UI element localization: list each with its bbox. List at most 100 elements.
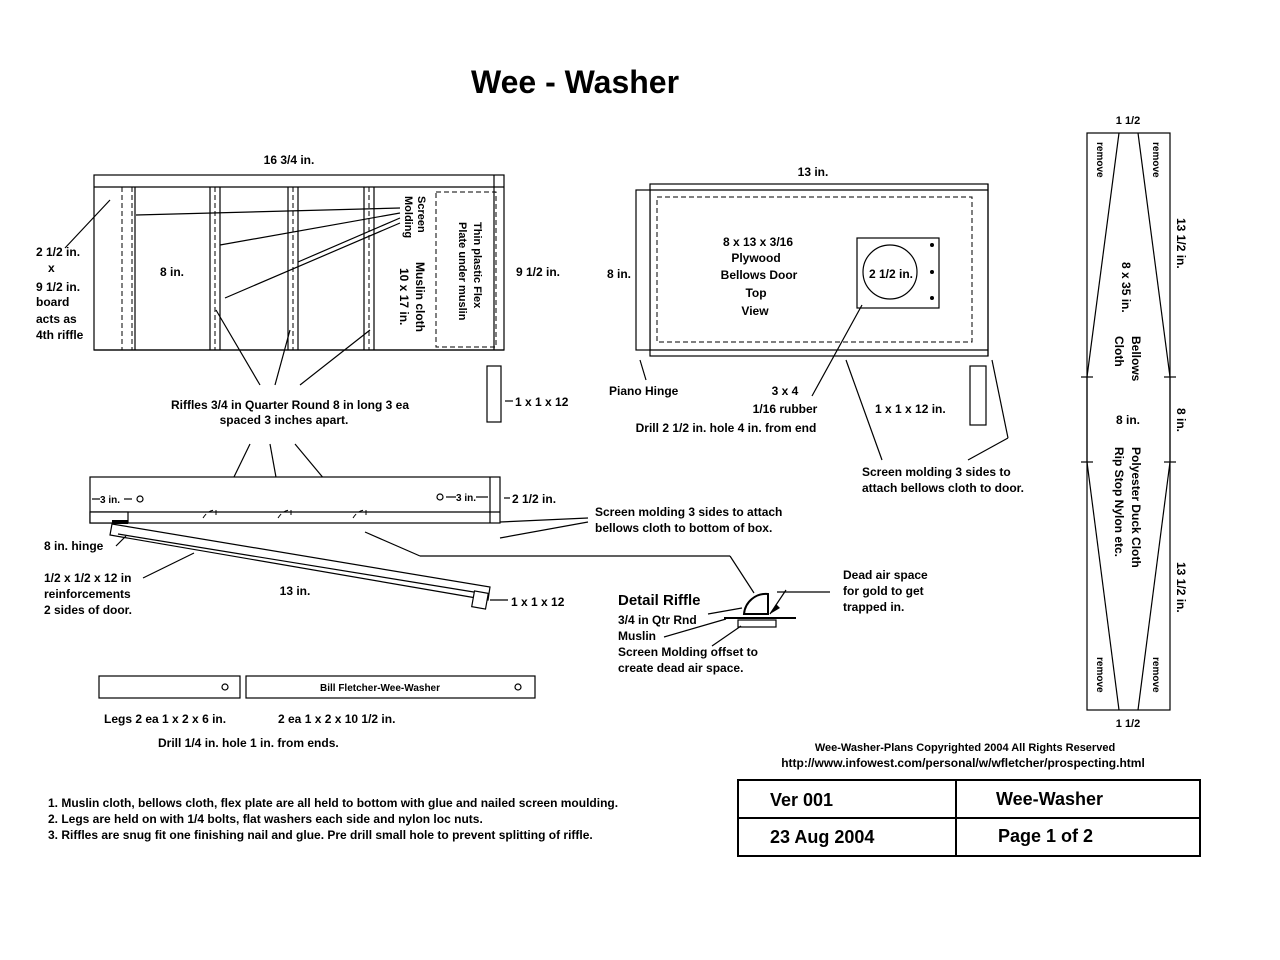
flex-plate-label-1: Thin plastic Flex [471, 222, 483, 309]
board-label-4: board [36, 295, 69, 309]
drill-hole [862, 244, 918, 300]
note-3: 3. Riffles are snug fit one finishing na… [48, 828, 593, 842]
box-leg [486, 365, 502, 423]
remove-label-tr: remove [1150, 142, 1161, 178]
bellows-material-2: Rip Stop Nylon etc. [1112, 447, 1126, 557]
side-height-label: 2 1/2 in. [512, 492, 556, 506]
long-leg [245, 675, 536, 699]
rubber-label-2: 1/16 rubber [753, 402, 818, 416]
page-title: Wee - Washer [471, 64, 679, 100]
legs-label-a: Legs 2 ea 1 x 2 x 6 in. [104, 712, 226, 726]
quarter-round [742, 592, 769, 615]
note-2: 2. Legs are held on with 1/4 bolts, flat… [48, 812, 483, 826]
bellows-upper-len: 13 1/2 in. [1174, 218, 1188, 269]
legs-view: Bill Fletcher-Wee-Washer Legs 2 ea 1 x 2… [98, 675, 536, 750]
muslin-label-2: 10 x 17 in. [397, 268, 411, 325]
reinforce-label-1: 1/2 x 1/2 x 12 in [44, 571, 131, 585]
box-top-view: 16 3/4 in. 8 in. 9 1/2 in. 2 1/2 in. x 9… [36, 153, 569, 427]
door-center-3: Bellows Door [721, 268, 798, 282]
side-screen-note-2: bellows cloth to bottom of box. [595, 521, 772, 535]
piano-hinge-label: Piano Hinge [609, 384, 679, 398]
note-1: 1. Muslin cloth, bellows cloth, flex pla… [48, 796, 618, 810]
board-label-5: acts as [36, 312, 77, 326]
side-leg-label: 1 x 1 x 12 [511, 595, 565, 609]
detail-title: Detail Riffle [618, 592, 701, 609]
bellows-width: 8 in. [1116, 413, 1140, 427]
bellows-size-1: 8 x 35 in. [1119, 262, 1133, 313]
drawing-name: Wee-Washer [996, 789, 1103, 809]
bellows-material-1: Polyester Duck Cloth [1129, 447, 1143, 568]
legs-label-b: 2 ea 1 x 2 x 10 1/2 in. [278, 712, 395, 726]
notes: 1. Muslin cloth, bellows cloth, flex pla… [48, 796, 618, 842]
door-top-view: 13 in. 8 in. 8 x 13 x 3/16 Plywood Bello… [607, 165, 1024, 495]
bellows-mid-len: 8 in. [1174, 408, 1188, 432]
hole-label: 2 1/2 in. [869, 267, 913, 281]
door-width-label: 13 in. [798, 165, 829, 179]
riffles-label-1: Riffles 3/4 in Quarter Round 8 in long 3… [171, 398, 409, 412]
detail-label-3: Screen Molding offset to [618, 645, 758, 659]
door-inner-outline [656, 196, 973, 343]
side-outline [89, 476, 501, 524]
bellows-size-3: Cloth [1112, 336, 1126, 367]
box-outline [93, 174, 505, 351]
remove-label-bl: remove [1094, 657, 1105, 693]
screen-molding-label-1: Screen [415, 196, 427, 233]
flex-plate [435, 191, 497, 348]
leg-bar-text: Bill Fletcher-Wee-Washer [320, 683, 440, 694]
door-height-label: 8 in. [607, 267, 631, 281]
dead-air-2: for gold to get [843, 584, 924, 598]
bellows-outline [1086, 132, 1171, 711]
bellows-top-label: 1 1/2 [1116, 115, 1140, 127]
version-label: Ver 001 [770, 790, 833, 810]
bellows-cloth: 1 1/2 1 1/2 remove remove remove remove … [1081, 115, 1188, 730]
dead-air-1: Dead air space [843, 568, 928, 582]
box-height-label: 8 in. [160, 265, 184, 279]
side-screen-note-1: Screen molding 3 sides to attach [595, 505, 782, 519]
box-leg-label: 1 x 1 x 12 [515, 395, 569, 409]
flex-plate-label-2: Plate under muslin [456, 222, 468, 321]
bellows-bottom-label: 1 1/2 [1116, 718, 1140, 730]
bellows-lower-len: 13 1/2 in. [1174, 562, 1188, 613]
box-right-label: 9 1/2 in. [516, 265, 560, 279]
remove-label-tl: remove [1094, 142, 1105, 178]
copyright-url: http://www.infowest.com/personal/w/wflet… [781, 756, 1145, 770]
side-left-dim: 3 in. [100, 495, 120, 506]
side-right-dim: 3 in. [456, 493, 476, 504]
door-center-5: View [741, 304, 769, 318]
door-leg-label: 1 x 1 x 12 in. [875, 402, 946, 416]
reinforce-label-3: 2 sides of door. [44, 603, 132, 617]
page-number: Page 1 of 2 [998, 826, 1093, 846]
side-door [109, 523, 491, 601]
board-label-3: 9 1/2 in. [36, 280, 80, 294]
board-label-1: 2 1/2 in. [36, 245, 80, 259]
legs-drill-label: Drill 1/4 in. hole 1 in. from ends. [158, 736, 339, 750]
dead-air-3: trapped in. [843, 600, 904, 614]
door-leg [969, 365, 987, 426]
rubber-flap [856, 237, 940, 309]
board-label-6: 4th riffle [36, 328, 84, 342]
door-drill-label: Drill 2 1/2 in. hole 4 in. from end [636, 421, 817, 435]
piano-hinge [635, 189, 651, 351]
remove-label-br: remove [1150, 657, 1161, 693]
short-leg [98, 675, 241, 699]
side-door-len: 13 in. [280, 584, 311, 598]
bellows-size-2: Bellows [1129, 336, 1143, 382]
detail-riffle: Detail Riffle 3/4 in Qtr Rnd Muslin Scre… [618, 568, 928, 675]
reinforce-label-2: reinforcements [44, 587, 131, 601]
detail-label-4: create dead air space. [618, 661, 743, 675]
screen-molding-label-2: Molding [402, 196, 414, 238]
copyright-line: Wee-Washer-Plans Copyrighted 2004 All Ri… [815, 742, 1115, 754]
door-screen-note-2: attach bellows cloth to door. [862, 481, 1024, 495]
muslin-label-1: Muslin cloth [413, 262, 427, 332]
door-center-4: Top [745, 286, 766, 300]
door-center-1: 8 x 13 x 3/16 [723, 235, 793, 249]
drawing-date: 23 Aug 2004 [770, 827, 874, 847]
box-width-label: 16 3/4 in. [264, 153, 315, 167]
title-block: Ver 001 Wee-Washer 23 Aug 2004 Page 1 of… [737, 779, 1201, 857]
detail-label-1: 3/4 in Qtr Rnd [618, 613, 697, 627]
door-screen-note-1: Screen molding 3 sides to [862, 465, 1011, 479]
hinge-label: 8 in. hinge [44, 539, 104, 553]
rubber-label-1: 3 x 4 [772, 384, 799, 398]
door-center-2: Plywood [731, 251, 780, 265]
